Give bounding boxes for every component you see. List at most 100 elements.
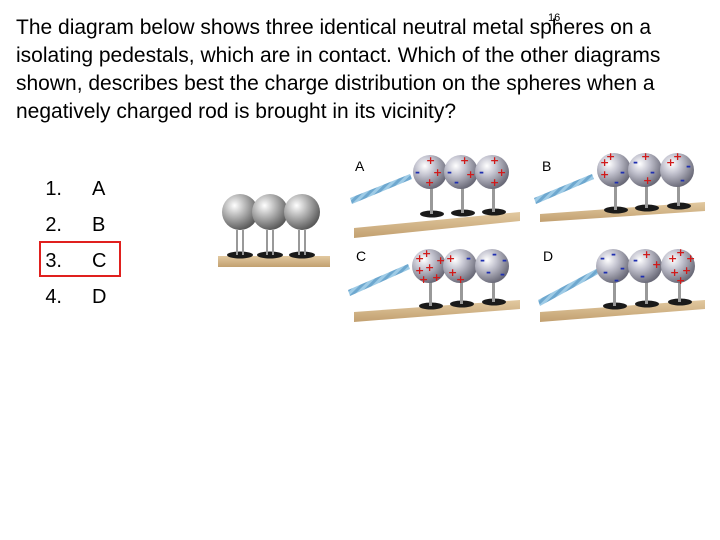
positive-charge-icon: + (606, 150, 615, 163)
negative-charge-icon: - (479, 165, 484, 179)
option-letter: D (92, 286, 107, 308)
positive-charge-icon: + (448, 266, 457, 279)
metal-sphere (597, 153, 631, 187)
negative-charge-icon: - (633, 253, 638, 267)
charged-rod (538, 268, 600, 306)
metal-sphere (628, 249, 662, 283)
panel-c: C + + + + + + + + + + - - - - - - (348, 247, 520, 322)
negative-charge-icon: - (500, 267, 505, 281)
option-4[interactable]: 4. D (40, 286, 130, 322)
pedestal-post (460, 282, 463, 304)
table-surface (218, 256, 330, 267)
option-letter: B (92, 214, 106, 236)
pedestal-post (677, 186, 680, 206)
option-number: 4. (45, 286, 62, 308)
charged-rod (348, 264, 410, 296)
panel-d-label: D (543, 248, 553, 264)
answer-highlight-box (39, 241, 121, 277)
negative-charge-icon: - (480, 253, 485, 267)
pedestal-base (289, 251, 315, 259)
positive-charge-icon: + (600, 168, 609, 181)
metal-sphere (412, 249, 446, 283)
pedestal-post (272, 230, 274, 255)
option-3[interactable]: 3. C (40, 250, 130, 286)
negative-charge-icon: - (633, 155, 638, 169)
answer-options: 1. A 2. B 3. C 4. D (40, 178, 130, 322)
positive-charge-icon: + (415, 252, 424, 265)
negative-charge-icon: - (466, 251, 471, 265)
negative-charge-icon: - (650, 165, 655, 179)
positive-charge-icon: + (686, 252, 695, 265)
table-surface (354, 300, 520, 322)
charged-rod (350, 174, 412, 204)
panel-b-label: B (542, 158, 551, 174)
pedestal-post (266, 230, 268, 255)
positive-charge-icon: + (600, 156, 609, 169)
positive-charge-icon: + (426, 154, 435, 167)
positive-charge-icon: + (642, 248, 651, 261)
metal-sphere (628, 153, 662, 187)
negative-charge-icon: - (415, 165, 420, 179)
panel-a-label: A (355, 158, 365, 174)
pedestal-post (492, 282, 495, 302)
negative-charge-icon: - (492, 247, 497, 261)
pedestal-post (645, 282, 648, 304)
negative-charge-icon: - (502, 253, 507, 267)
negative-charge-icon: - (600, 251, 605, 265)
positive-charge-icon: + (670, 266, 679, 279)
positive-charge-icon: + (666, 156, 675, 169)
metal-sphere (660, 153, 694, 187)
panel-d: D - - - - - - + + - + + + + + + (538, 246, 705, 322)
option-2[interactable]: 2. B (40, 214, 130, 250)
positive-charge-icon: + (643, 174, 652, 187)
neutral-spheres-diagram (218, 194, 330, 267)
negative-charge-icon: - (603, 265, 608, 279)
pedestal-post (429, 282, 432, 306)
pedestal-base (227, 251, 253, 259)
metal-sphere (596, 249, 630, 283)
negative-charge-icon: - (680, 173, 685, 187)
positive-charge-icon: + (436, 254, 445, 267)
positive-charge-icon: + (668, 252, 677, 265)
negative-charge-icon: - (686, 159, 691, 173)
pedestal-post (492, 188, 495, 212)
pedestal-post (613, 282, 616, 306)
pedestal-post (614, 186, 617, 210)
negative-charge-icon: - (611, 247, 616, 261)
negative-charge-icon: - (620, 165, 625, 179)
metal-sphere (444, 155, 478, 189)
negative-charge-icon: - (640, 269, 645, 283)
positive-charge-icon: + (456, 273, 465, 286)
option-letter: C (92, 250, 107, 272)
metal-sphere (222, 194, 258, 230)
pedestal-post (304, 230, 306, 255)
panel-b: B + + + - - - + - + + + - - (534, 150, 705, 222)
positive-charge-icon: + (673, 150, 682, 163)
pedestal-post (645, 186, 648, 208)
metal-sphere (252, 194, 288, 230)
negative-charge-icon: - (620, 261, 625, 275)
negative-charge-icon: - (486, 265, 491, 279)
pedestal-post (461, 188, 464, 213)
pedestal-post (236, 230, 238, 255)
option-number: 2. (45, 214, 62, 236)
positive-charge-icon: + (419, 273, 428, 286)
pedestal-post (298, 230, 300, 255)
positive-charge-icon: + (676, 246, 685, 259)
positive-charge-icon: + (682, 264, 691, 277)
metal-sphere (475, 155, 509, 189)
option-number: 1. (45, 178, 62, 200)
option-1[interactable]: 1. A (40, 178, 130, 214)
positive-charge-icon: + (460, 154, 469, 167)
option-number: 3. (45, 250, 62, 272)
metal-sphere (443, 249, 477, 283)
question-text: The diagram below shows three identical … (16, 16, 661, 123)
positive-charge-icon: + (652, 258, 661, 271)
positive-charge-icon: + (490, 154, 499, 167)
metal-sphere (284, 194, 320, 230)
table-surface (540, 300, 705, 322)
negative-charge-icon: - (454, 175, 459, 189)
positive-charge-icon: + (425, 261, 434, 274)
metal-sphere (661, 249, 695, 283)
